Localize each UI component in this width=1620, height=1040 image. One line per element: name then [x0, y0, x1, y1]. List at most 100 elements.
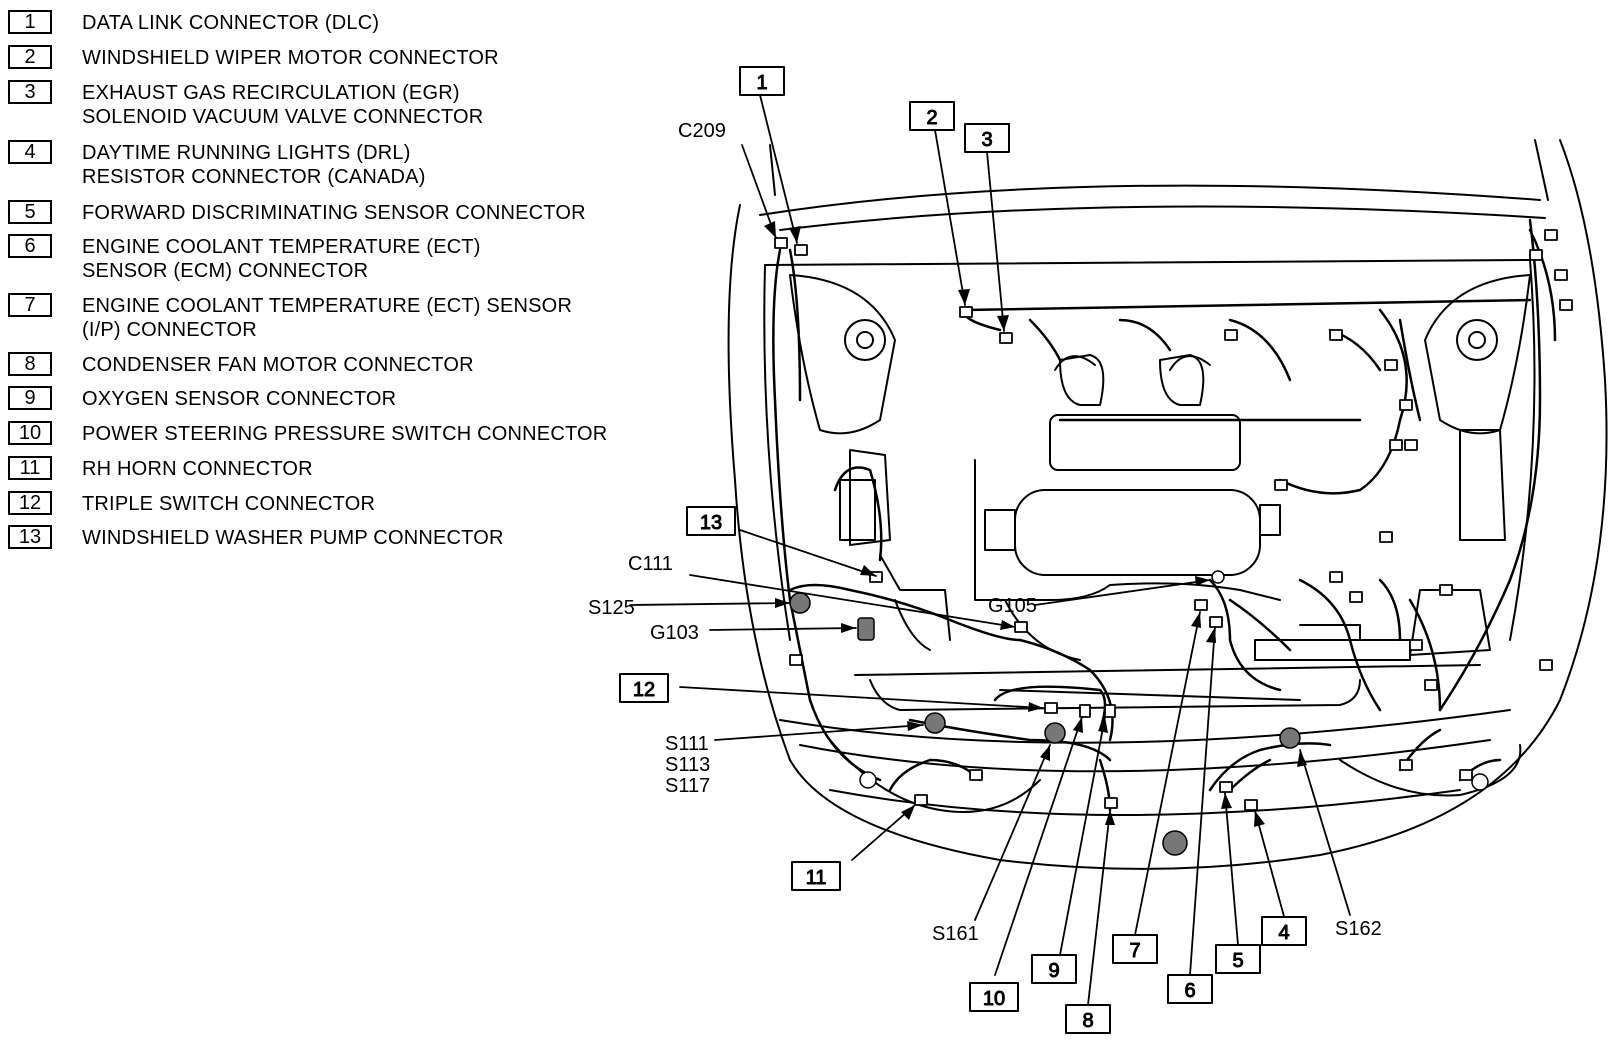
- legend-number: 7: [8, 293, 52, 317]
- legend-text: TRIPLE SWITCH CONNECTOR: [82, 493, 376, 515]
- connector-egr: [999, 332, 1013, 344]
- label-c209: C209: [678, 120, 726, 142]
- connector: [1329, 571, 1343, 583]
- splice-s111: [924, 712, 946, 734]
- connector: [1554, 269, 1568, 281]
- callout-12: 12: [619, 673, 669, 703]
- legend-number: 4: [8, 140, 52, 164]
- connectors: [774, 229, 1573, 811]
- connector-dlc: [794, 244, 808, 256]
- connector: [1399, 399, 1413, 411]
- legend-text: FORWARD DISCRIMINATING SENSOR CONNECTOR: [82, 202, 586, 224]
- label-s125: S125: [588, 597, 635, 619]
- component-labels: C209 C111 S125 G103 G105 S111 S113 S117 …: [588, 120, 1382, 945]
- label-s113: S113: [665, 754, 710, 776]
- label-s162: S162: [1335, 918, 1382, 940]
- callout-5: 5: [1215, 944, 1261, 974]
- callout-7: 7: [1112, 934, 1158, 964]
- label-g103: G103: [650, 622, 699, 644]
- label-s117: S117: [665, 775, 710, 797]
- splice-points: [789, 570, 1489, 856]
- legend-text: RH HORN CONNECTOR: [82, 458, 313, 480]
- legend-text: CONDENSER FAN MOTOR CONNECTOR: [82, 354, 474, 376]
- legend-number: 3: [8, 80, 52, 104]
- callout-number: 8: [1082, 1010, 1093, 1032]
- legend-number: 13: [8, 525, 52, 549]
- callout-number: 12: [633, 679, 655, 701]
- label-s111: S111: [665, 733, 709, 755]
- callout-10: 10: [969, 982, 1019, 1012]
- fog-lamp-right: [1471, 773, 1489, 791]
- connector-ect-ip: [1194, 599, 1208, 611]
- legend-number: 2: [8, 45, 52, 69]
- connector: [1529, 249, 1543, 261]
- connector: [1424, 679, 1438, 691]
- connector-forward-sensor: [1219, 781, 1233, 793]
- callout-number: 3: [981, 129, 992, 151]
- connector: [1349, 591, 1363, 603]
- connector-ect-ecm: [1209, 616, 1223, 628]
- connector-condenser-fan: [1104, 797, 1118, 809]
- connector: [1384, 359, 1398, 371]
- left-components: [839, 449, 951, 651]
- callout-1: 1: [739, 66, 785, 96]
- legend-number: 6: [8, 234, 52, 258]
- fog-lamp-left: [859, 771, 877, 789]
- legend-number: 12: [8, 491, 52, 515]
- connector: [1459, 769, 1473, 781]
- connector: [1404, 439, 1418, 451]
- callout-number: 13: [700, 512, 722, 534]
- callout-number: 2: [926, 107, 937, 129]
- connector-c209: [774, 237, 788, 249]
- connector: [1224, 329, 1238, 341]
- callout-9: 9: [1031, 954, 1077, 984]
- legend-text: EXHAUST GAS RECIRCULATION (EGR) SOLENOID…: [82, 82, 484, 128]
- label-s161: S161: [932, 923, 979, 945]
- connector: [789, 654, 803, 666]
- callout-8: 8: [1065, 1004, 1111, 1034]
- callout-6: 6: [1167, 974, 1213, 1004]
- right-strut-tower: [1424, 274, 1531, 435]
- label-c111: C111: [628, 553, 673, 575]
- connector: [1409, 639, 1423, 651]
- radiator-support: [854, 664, 1481, 711]
- callout-number: 5: [1232, 950, 1243, 972]
- connector: [1379, 531, 1393, 543]
- connector: [1544, 229, 1558, 241]
- connector: [969, 769, 983, 781]
- callout-2: 2: [909, 101, 955, 131]
- arrowheads: [764, 221, 1307, 827]
- legend-number: 9: [8, 386, 52, 410]
- callout-number: 9: [1048, 960, 1059, 982]
- callout-11: 11: [791, 861, 841, 891]
- connector-power-steering: [1104, 704, 1116, 718]
- connector: [1389, 439, 1403, 451]
- connector-wiper: [959, 306, 973, 318]
- legend-number: 1: [8, 10, 52, 34]
- legend-number: 8: [8, 352, 52, 376]
- right-components: [1254, 429, 1506, 661]
- callout-13: 13: [686, 506, 736, 536]
- legend-number: 10: [8, 421, 52, 445]
- legend-text: OXYGEN SENSOR CONNECTOR: [82, 388, 397, 410]
- legend-number: 5: [8, 200, 52, 224]
- connector-triple-switch: [1044, 702, 1058, 714]
- callout-number: 4: [1278, 922, 1289, 944]
- legend-number: 11: [8, 456, 52, 480]
- connector: [1439, 584, 1453, 596]
- connector: [1559, 299, 1573, 311]
- legend-text: ENGINE COOLANT TEMPERATURE (ECT) SENSOR …: [82, 295, 573, 341]
- callout-number: 10: [983, 988, 1005, 1010]
- callout-number: 1: [756, 72, 767, 94]
- callout-number: 7: [1129, 940, 1140, 962]
- legend-text: ENGINE COOLANT TEMPERATURE (ECT) SENSOR …: [82, 236, 481, 282]
- callout-number: 6: [1184, 980, 1195, 1002]
- left-strut-tower: [789, 274, 896, 435]
- connector-c111: [1014, 621, 1028, 633]
- splice-s161: [1044, 722, 1066, 744]
- front-emblem: [1162, 830, 1188, 856]
- connector-oxygen: [1079, 704, 1091, 718]
- splice-s125: [789, 592, 811, 614]
- legend-text: POWER STEERING PRESSURE SWITCH CONNECTOR: [82, 423, 608, 445]
